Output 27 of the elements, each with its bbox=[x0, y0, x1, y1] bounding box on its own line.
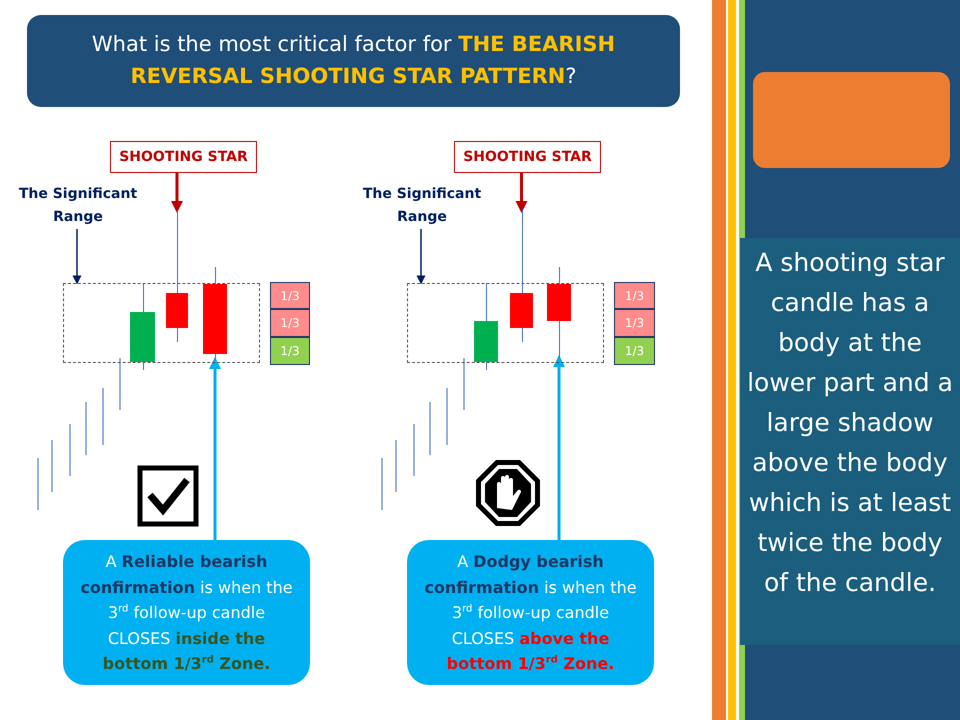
arrow bbox=[416, 229, 426, 284]
arrow bbox=[553, 355, 565, 540]
zone-box: 1/3 bbox=[614, 337, 655, 365]
candlestick bbox=[510, 210, 533, 342]
candlestick bbox=[547, 267, 571, 358]
label-box: SHOOTING STAR bbox=[454, 141, 601, 173]
candlestick bbox=[203, 267, 227, 360]
zone-box: 1/3 bbox=[614, 309, 655, 337]
arrow bbox=[72, 229, 82, 284]
callout-box: A Dodgy bearish confirmation is when the 3$^{rd}$ follow-up candle CLOSES above the bottom 1/3$^{rd}$ Zone. bbox=[407, 540, 654, 685]
arrow bbox=[516, 173, 528, 213]
label-box: SHOOTING STAR bbox=[110, 141, 257, 173]
description-panel: A shooting star candle has a body at the lower part and a large shadow above the body which is at least twice the body of the candle. bbox=[740, 238, 960, 645]
candlestick bbox=[474, 283, 498, 370]
candlestick bbox=[166, 210, 188, 342]
panel-box bbox=[753, 72, 950, 168]
zone-box: 1/3 bbox=[270, 337, 310, 365]
arrow bbox=[171, 173, 183, 213]
candlestick bbox=[130, 283, 155, 370]
annotation-text: The Significant Range bbox=[362, 183, 482, 229]
arrow bbox=[209, 357, 221, 540]
zone-box: 1/3 bbox=[614, 282, 655, 309]
title-banner: What is the most critical factor for THE BEARISH REVERSAL SHOOTING STAR PATTERN? bbox=[27, 15, 680, 107]
zone-box: 1/3 bbox=[270, 309, 310, 337]
zone-box: 1/3 bbox=[270, 282, 310, 309]
annotation-text: The Significant Range bbox=[18, 183, 138, 229]
callout-box: A Reliable bearish confirmation is when the 3$^{rd}$ follow-up candle CLOSES inside the bottom 1/3$^{rd}$ Zone. bbox=[63, 540, 310, 685]
